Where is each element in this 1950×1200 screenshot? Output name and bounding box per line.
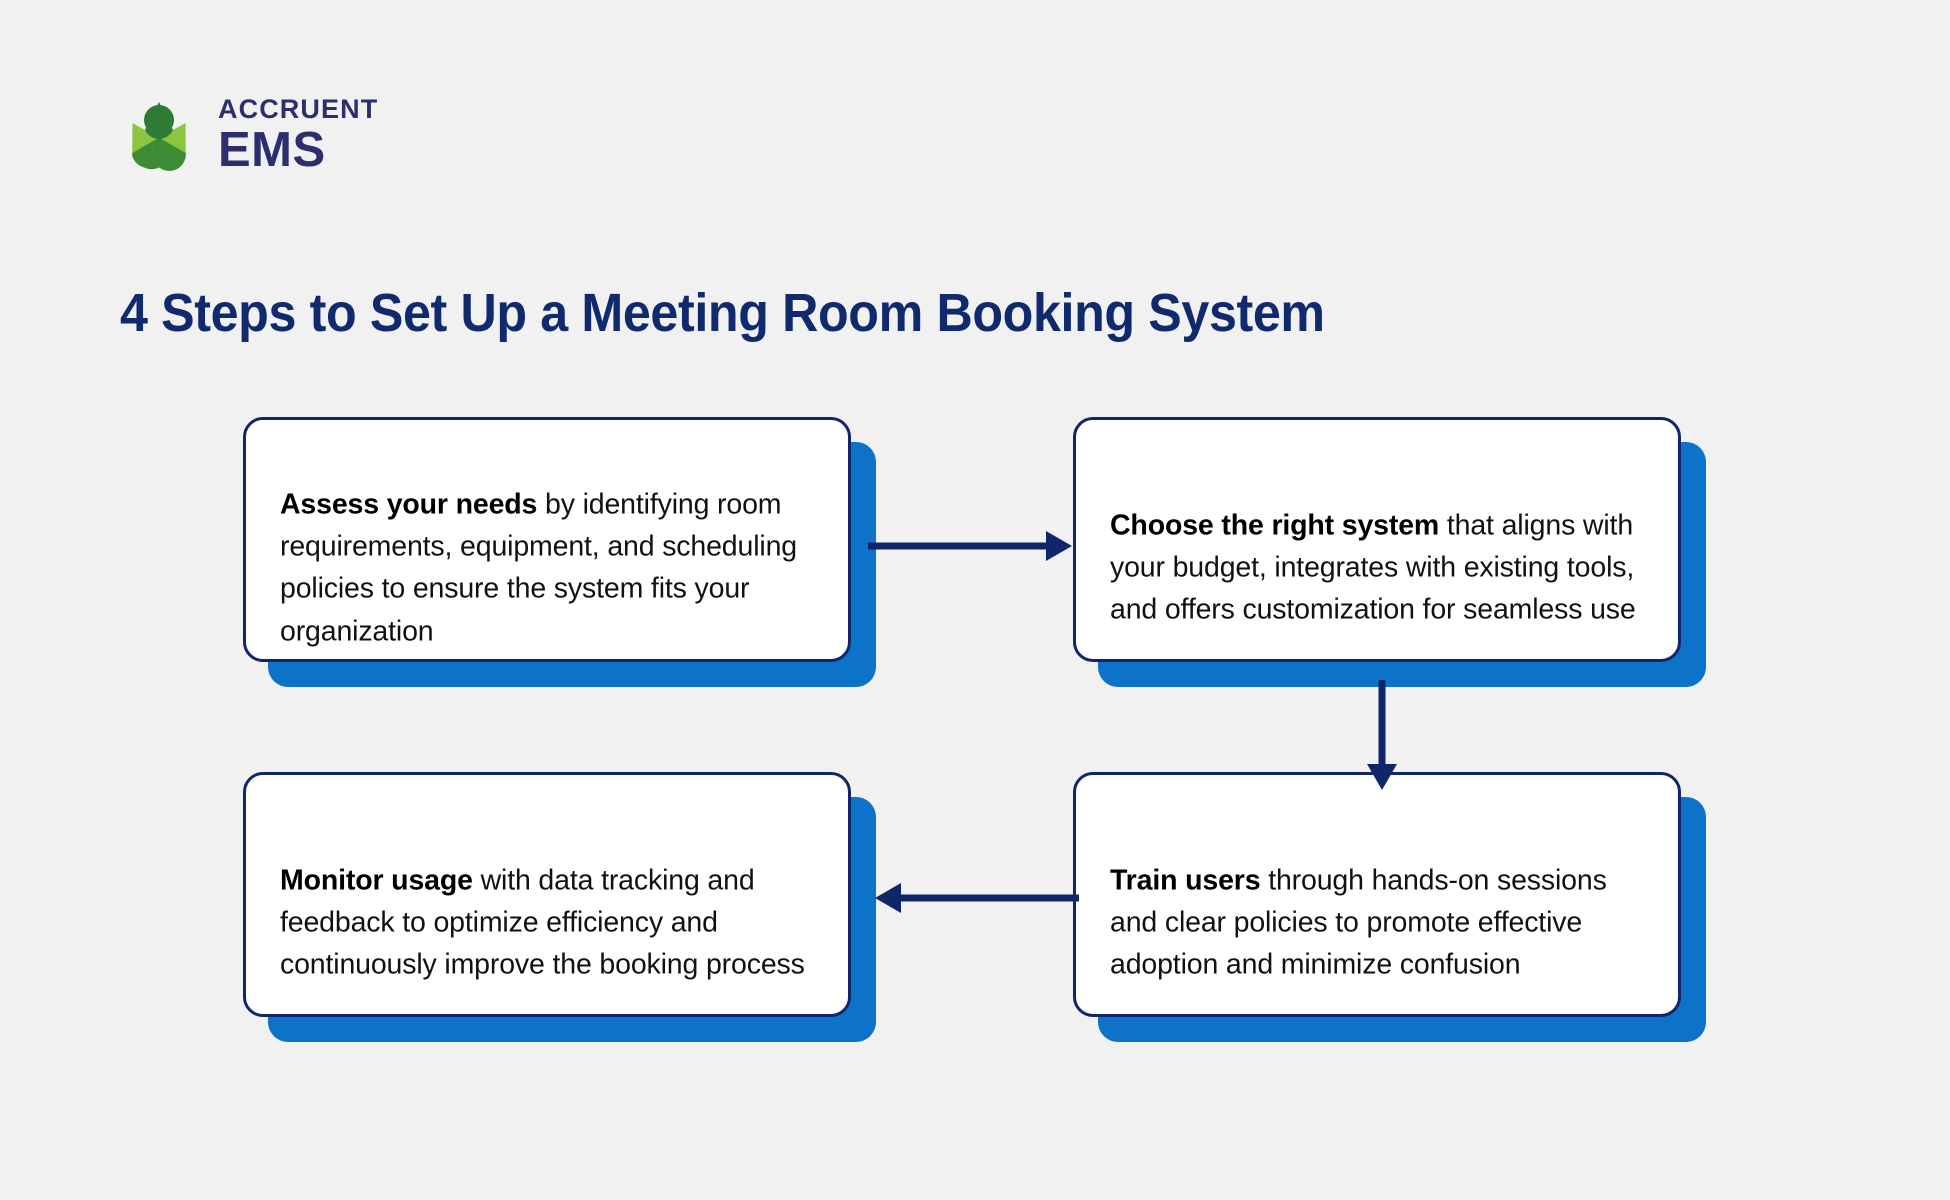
step-card-lead-4: Monitor usage: [280, 864, 473, 897]
step-card-lead-2: Choose the right system: [1110, 509, 1440, 542]
step-card-rest-2: that aligns with your budget, integrates…: [1110, 509, 1636, 627]
step-card-train-users: Train users through hands-on sessions an…: [1073, 772, 1681, 1017]
brand-wordmark: ACCRUENT EMS: [218, 96, 378, 175]
brand-name-top: ACCRUENT: [218, 94, 379, 124]
step-card-rest-1: by identifying room requirements, equipm…: [280, 488, 797, 648]
page-title: 4 Steps to Set Up a Meeting Room Booking…: [120, 283, 1325, 344]
step-card-choose-the-right-system: Choose the right system that aligns with…: [1073, 417, 1681, 662]
step-card-monitor-usage: Monitor usage with data tracking and fee…: [243, 772, 851, 1017]
brand-name-bottom: EMS: [218, 123, 326, 177]
brand-logo: ACCRUENT EMS: [118, 96, 378, 175]
step-card-text-2: Choose the right system that aligns with…: [1110, 505, 1652, 632]
accruent-logo-icon: [132, 101, 186, 171]
connector-arrow-right-step1-step2: [868, 531, 1072, 561]
step-card-rest-4: with data tracking and feedback to optim…: [280, 864, 805, 982]
step-card-text-4: Monitor usage with data tracking and fee…: [280, 860, 822, 987]
step-card-lead-3: Train users: [1110, 864, 1261, 897]
step-card-rest-3: through hands-on sessions and clear poli…: [1110, 864, 1607, 982]
connector-arrow-left-step3-step4: [875, 883, 1079, 913]
step-card-lead-1: Assess your needs: [280, 488, 538, 521]
step-card-text-1: Assess your needs by identifying room re…: [280, 484, 822, 653]
step-card-text-3: Train users through hands-on sessions an…: [1110, 860, 1652, 987]
connector-arrow-down-step2-step3: [1367, 680, 1397, 790]
step-card-assess-your-needs: Assess your needs by identifying room re…: [243, 417, 851, 662]
